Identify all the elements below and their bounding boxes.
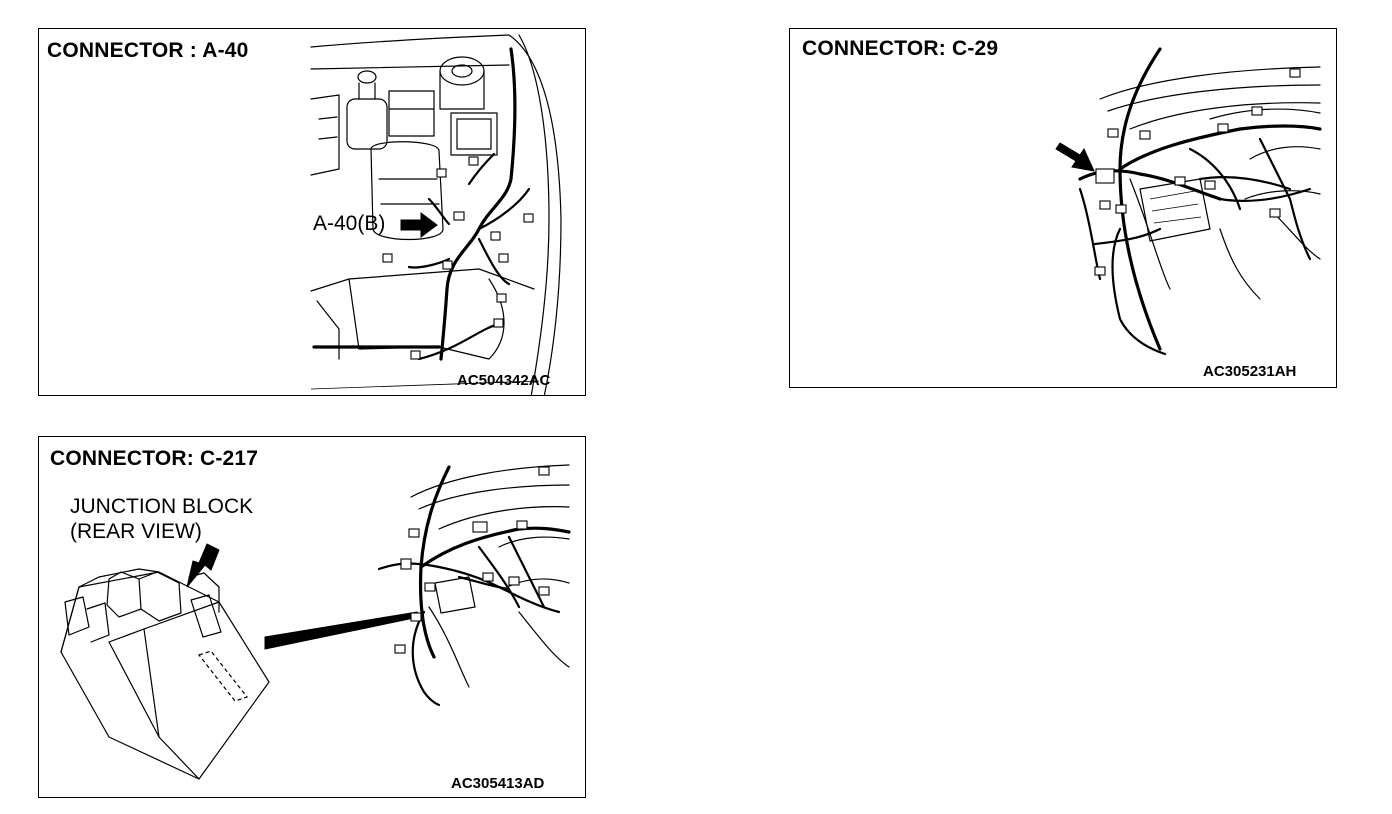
figure-code: AC504342AC — [457, 372, 551, 389]
connector-c217 — [410, 612, 422, 622]
label-line1: JUNCTION BLOCK — [70, 495, 254, 518]
panel-connector-a40: CONNECTOR : A-40 — [38, 28, 586, 396]
panel-title: CONNECTOR: C-217 — [50, 447, 259, 470]
panel-connector-c217: CONNECTOR: C-217 JUNCTION BLOCK (REAR VI… — [38, 436, 586, 798]
connector-a40 — [453, 211, 465, 221]
junction-block-illustration — [60, 464, 571, 780]
engine-bay-illustration — [310, 34, 562, 395]
panel-title: CONNECTOR : A-40 — [47, 39, 249, 62]
connector-c29 — [1095, 168, 1115, 184]
junction-block-label: JUNCTION BLOCK (REAR VIEW) — [70, 494, 253, 544]
callout-label-a40b: A-40(B) — [313, 212, 386, 235]
figure-code: AC305231AH — [1203, 363, 1297, 380]
label-line2: (REAR VIEW) — [70, 520, 202, 543]
figure-code: AC305413AD — [451, 775, 545, 792]
dashboard-harness-illustration — [1055, 47, 1322, 356]
panel-title: CONNECTOR: C-29 — [802, 37, 999, 60]
panel-connector-c29: CONNECTOR: C-29 — [789, 28, 1337, 388]
